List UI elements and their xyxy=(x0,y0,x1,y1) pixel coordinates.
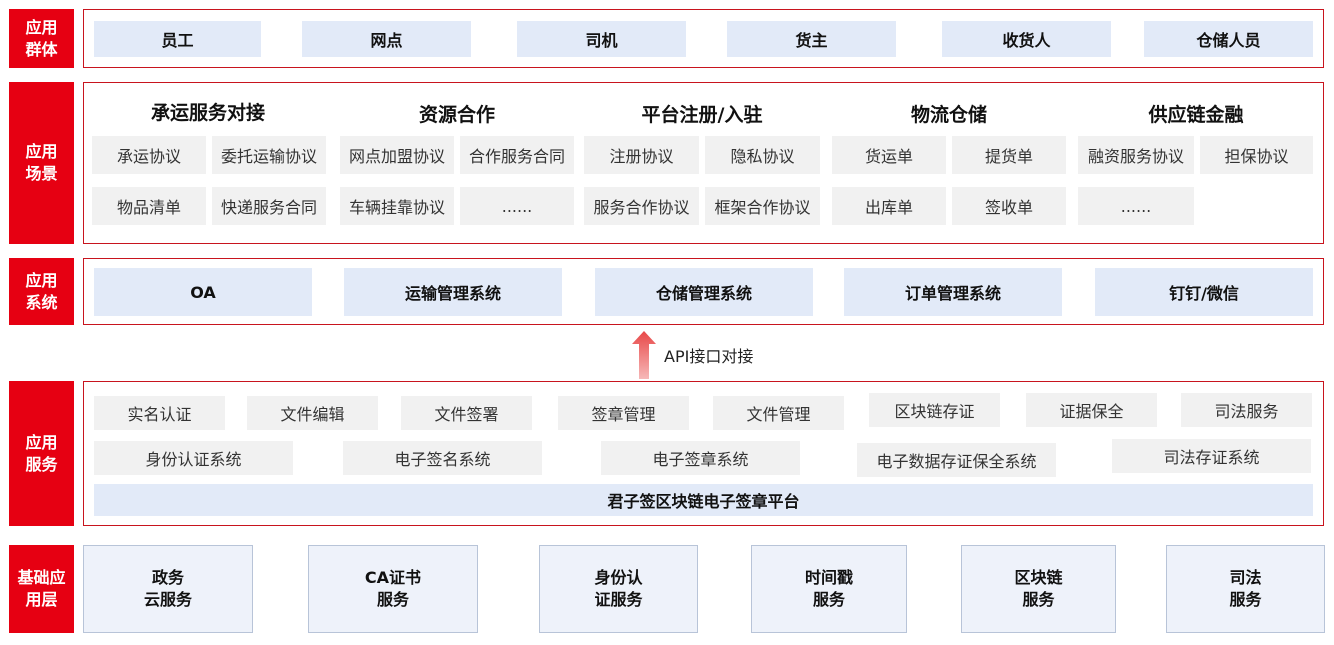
scene-item: ...... xyxy=(1078,187,1194,225)
base-blockchain: 区块链 服务 xyxy=(961,545,1116,633)
system-oa: OA xyxy=(94,268,312,316)
service-item: 证据保全 xyxy=(1026,393,1157,427)
row-label-systems: 应用 系统 xyxy=(9,258,74,325)
group-driver: 司机 xyxy=(517,21,686,57)
scene-item: 提货单 xyxy=(952,136,1066,174)
scene-item: 融资服务协议 xyxy=(1078,136,1194,174)
scene-item: 担保协议 xyxy=(1200,136,1313,174)
service-item: 签章管理 xyxy=(558,396,689,430)
scene-title-finance: 供应链金融 xyxy=(1148,104,1244,126)
base-timestamp: 时间戳 服务 xyxy=(751,545,907,633)
service-system: 电子签章系统 xyxy=(601,441,800,475)
scene-item: 合作服务合同 xyxy=(460,136,574,174)
base-identity: 身份认 证服务 xyxy=(539,545,698,633)
system-warehouse: 仓储管理系统 xyxy=(595,268,813,316)
row-label-services: 应用 服务 xyxy=(9,381,74,526)
scene-item: 网点加盟协议 xyxy=(340,136,454,174)
group-warehouse-staff: 仓储人员 xyxy=(1144,21,1313,57)
scene-item: 车辆挂靠协议 xyxy=(340,187,454,225)
group-receiver: 收货人 xyxy=(942,21,1111,57)
scene-item: 隐私协议 xyxy=(705,136,820,174)
service-item: 文件签署 xyxy=(401,396,532,430)
system-transport: 运输管理系统 xyxy=(344,268,562,316)
service-item: 区块链存证 xyxy=(869,393,1000,427)
scene-item: 快递服务合同 xyxy=(212,187,326,225)
api-label: API接口对接 xyxy=(664,347,754,366)
base-ca-cert: CA证书 服务 xyxy=(308,545,478,633)
scene-title-logistics: 物流仓储 xyxy=(910,104,987,126)
service-item: 文件管理 xyxy=(713,396,844,430)
scene-item: 物品清单 xyxy=(92,187,206,225)
service-system: 电子数据存证保全系统 xyxy=(857,443,1056,477)
scene-item: 出库单 xyxy=(832,187,946,225)
scene-item: 承运协议 xyxy=(92,136,206,174)
service-system: 司法存证系统 xyxy=(1112,439,1311,473)
scene-item: 委托运输协议 xyxy=(212,136,326,174)
base-judicial: 司法 服务 xyxy=(1166,545,1325,633)
base-gov-cloud: 政务 云服务 xyxy=(83,545,253,633)
service-item: 实名认证 xyxy=(94,396,225,430)
scene-item: 框架合作协议 xyxy=(705,187,820,225)
scene-item: 注册协议 xyxy=(584,136,699,174)
row-label-groups: 应用 群体 xyxy=(9,9,74,68)
groups-frame xyxy=(83,9,1324,68)
group-outlet: 网点 xyxy=(302,21,471,57)
service-item: 文件编辑 xyxy=(247,396,378,430)
service-item: 司法服务 xyxy=(1181,393,1312,427)
platform-bar: 君子签区块链电子签章平台 xyxy=(94,484,1313,516)
scene-title-resource: 资源合作 xyxy=(418,104,495,126)
scene-title-platform: 平台注册/入驻 xyxy=(641,104,763,126)
scene-title-carrier: 承运服务对接 xyxy=(150,102,265,124)
system-dingtalk-wechat: 钉钉/微信 xyxy=(1095,268,1313,316)
scene-item: 服务合作协议 xyxy=(584,187,699,225)
up-arrow-icon xyxy=(632,331,656,379)
service-system: 身份认证系统 xyxy=(94,441,293,475)
scene-item: 签收单 xyxy=(952,187,1066,225)
scene-item: 货运单 xyxy=(832,136,946,174)
group-shipper: 货主 xyxy=(727,21,896,57)
service-system: 电子签名系统 xyxy=(343,441,542,475)
system-order: 订单管理系统 xyxy=(844,268,1062,316)
scene-item: ...... xyxy=(460,187,574,225)
row-label-scenes: 应用 场景 xyxy=(9,82,74,244)
row-label-base: 基础应 用层 xyxy=(9,545,74,633)
group-employee: 员工 xyxy=(94,21,261,57)
